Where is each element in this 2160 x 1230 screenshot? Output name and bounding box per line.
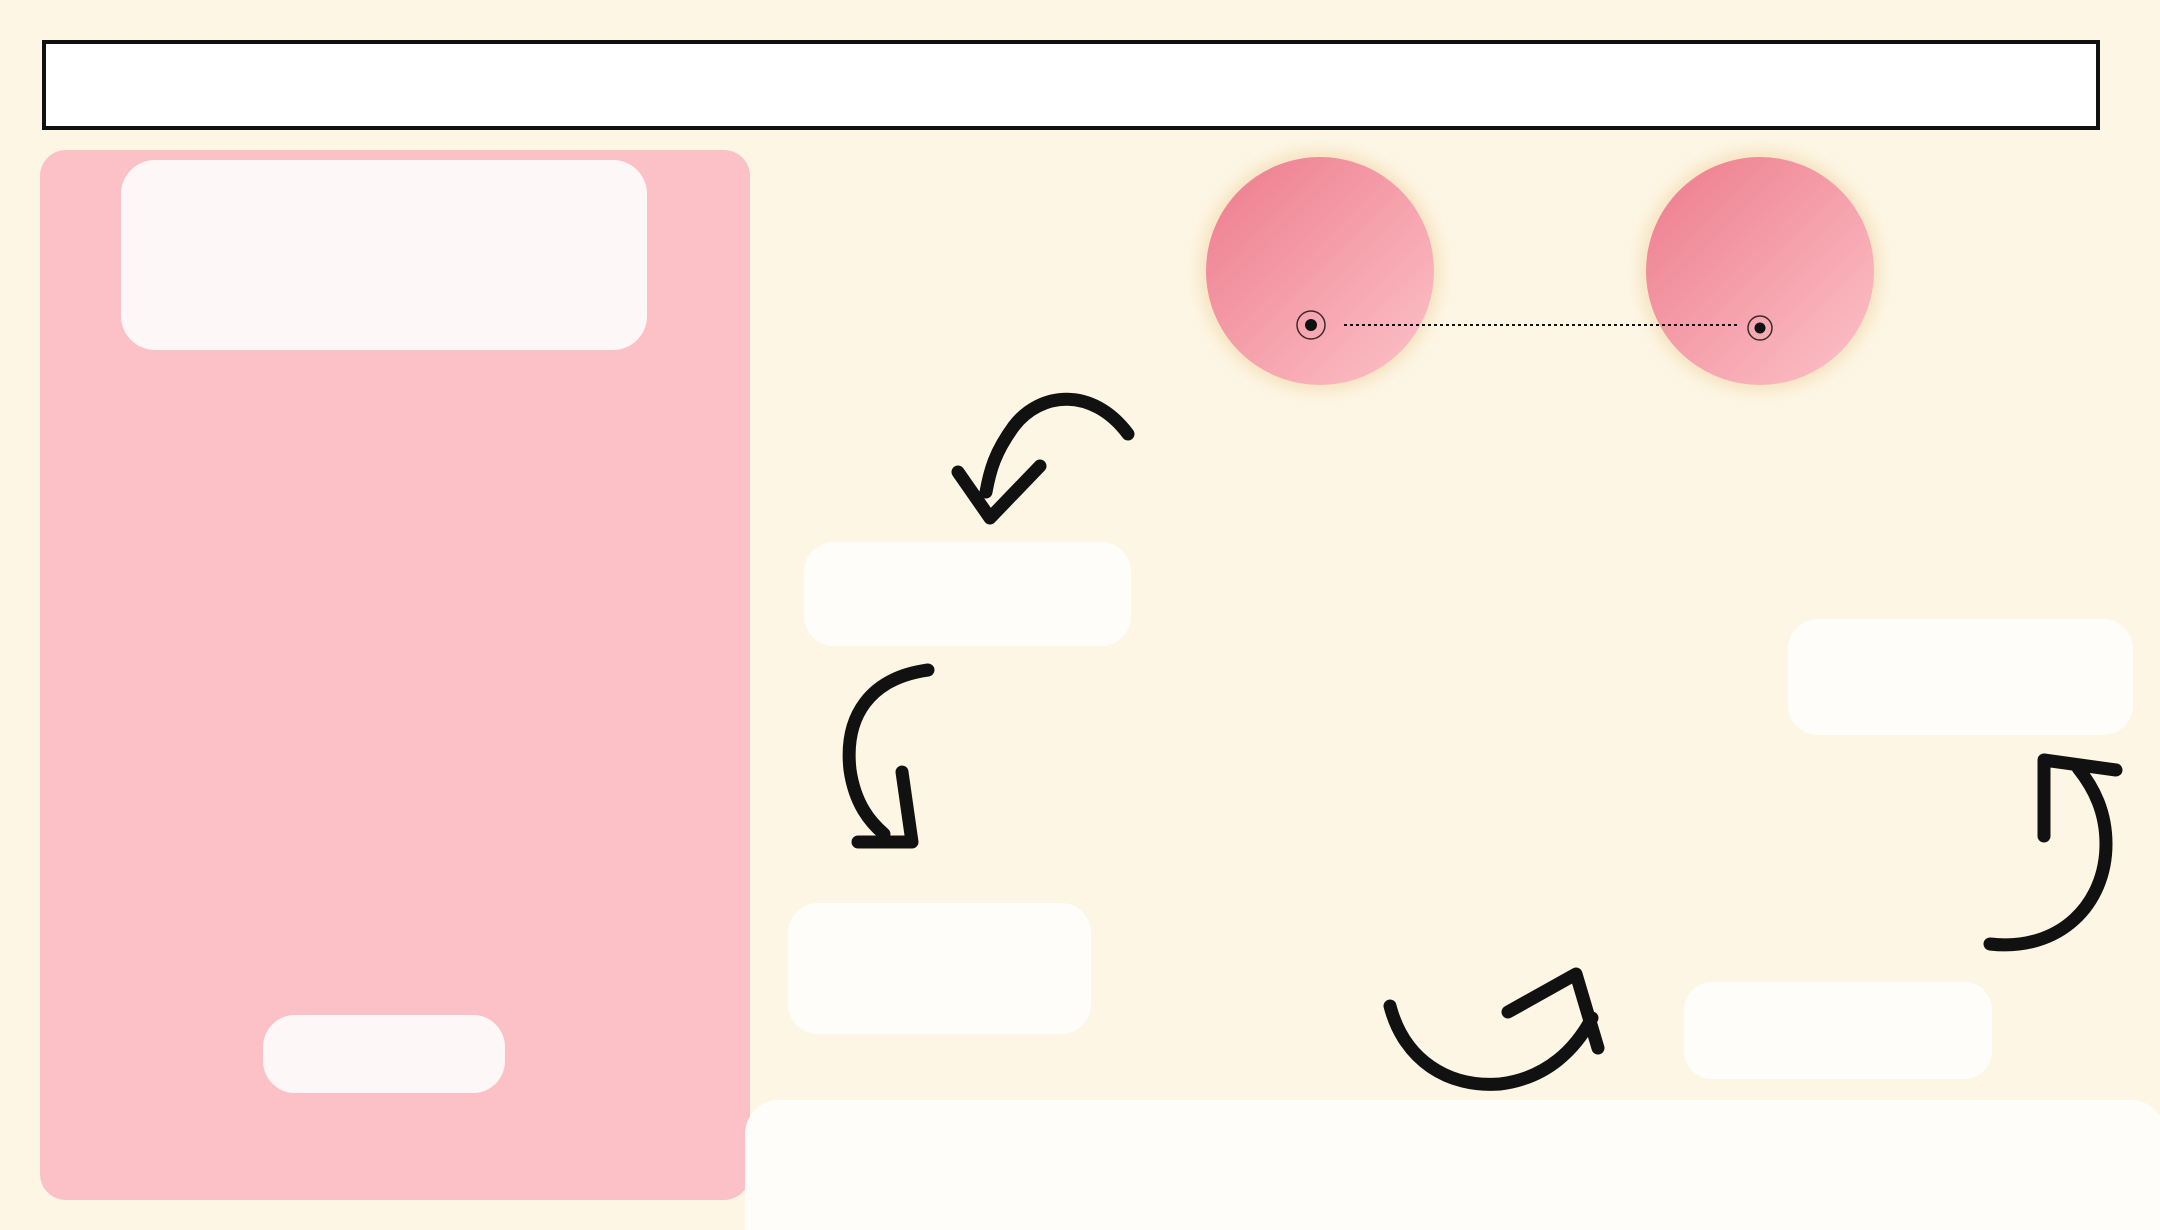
curved-arrow-icon [842, 663, 935, 849]
curved-arrow-icon [1983, 753, 2123, 952]
flow-node-4 [1684, 982, 1992, 1079]
flow-node-1 [804, 542, 1131, 646]
bottom-panel [745, 1100, 2160, 1230]
circle-node-right [1646, 157, 1874, 385]
title-bar [42, 40, 2100, 130]
curved-arrow-icon [951, 392, 1135, 525]
flow-node-2 [788, 903, 1091, 1034]
flow-node-3 [1788, 619, 2133, 735]
side-panel-header [121, 160, 647, 350]
side-panel-footer [263, 1015, 505, 1093]
circle-node-left [1206, 157, 1434, 385]
curved-arrow-icon [1383, 967, 1605, 1091]
